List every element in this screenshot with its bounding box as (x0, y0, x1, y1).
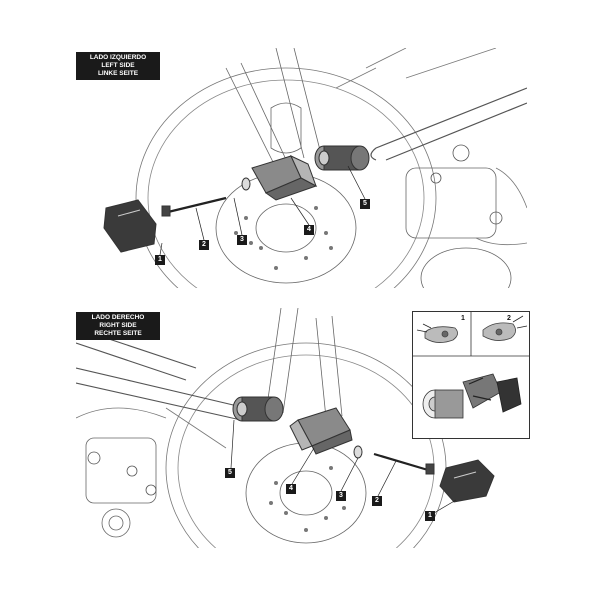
callout-washer: 3 (237, 235, 247, 245)
callout-washer: 3 (336, 491, 346, 501)
inset-step-1: 1 (461, 315, 465, 322)
callout-spacer: 4 (304, 225, 314, 235)
callout-spacer: 4 (286, 484, 296, 494)
callout-puck: 5 (225, 468, 235, 478)
title-line-en: LEFT SIDE (101, 62, 135, 69)
right-side-title: LADO DERECHO RIGHT SIDE RECHTE SEITE (76, 312, 160, 340)
inset-step-2: 2 (507, 315, 511, 322)
callout-bolt: 2 (199, 240, 209, 250)
callout-end-cap: 1 (155, 255, 165, 265)
left-side-illustration (103, 48, 527, 288)
title-line-de: LINKE SEITE (97, 70, 139, 77)
title-line-es: LADO IZQUIERDO (89, 54, 147, 61)
left-side-diagram: LADO IZQUIERDO LEFT SIDE LINKE SEITE 1 2… (76, 48, 527, 288)
callout-puck: 5 (360, 199, 370, 209)
right-side-illustration (76, 308, 495, 548)
inset-illustration (413, 312, 529, 419)
left-side-title: LADO IZQUIERDO LEFT SIDE LINKE SEITE (76, 52, 160, 80)
title-line-de: RECHTE SEITE (94, 330, 142, 337)
title-line-en: RIGHT SIDE (99, 322, 137, 329)
callout-bolt: 2 (372, 496, 382, 506)
callout-end-cap: 1 (425, 511, 435, 521)
title-line-es: LADO DERECHO (91, 314, 145, 321)
assembly-detail-inset: 1 2 (412, 311, 530, 439)
